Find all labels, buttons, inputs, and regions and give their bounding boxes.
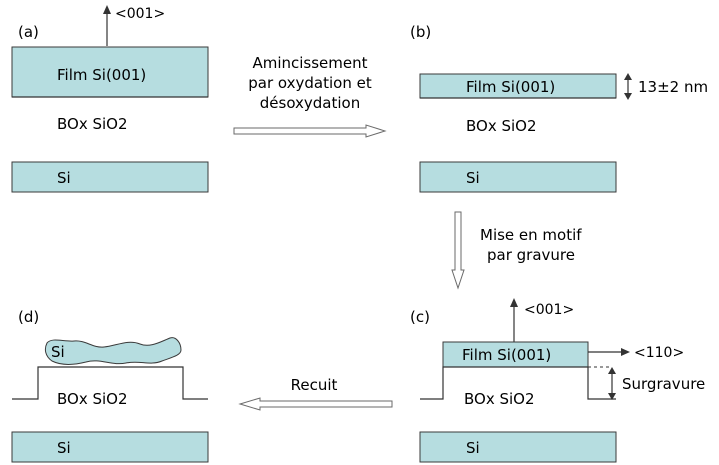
panel-c-film-label: Film Si(001) xyxy=(462,346,551,364)
panel-b-film-layer xyxy=(419,73,617,99)
panel-d-box-label: BOx SiO2 xyxy=(57,390,128,408)
step-a-to-b-line-1: Amincissement xyxy=(252,54,367,72)
panel-c-overetch-arrow-down xyxy=(608,393,616,400)
panel-d-substrate-layer xyxy=(11,431,209,463)
panel-c: (c) <001> Film Si(001) <110> Surgravure … xyxy=(410,298,705,463)
panel-c-direction-side-arrowhead xyxy=(621,348,630,356)
panel-a-box-label: BOx SiO2 xyxy=(57,115,128,133)
panel-b-label: (b) xyxy=(410,23,431,41)
step-b-to-c-line-2: par gravure xyxy=(487,246,575,264)
step-c-to-d-line-1: Recuit xyxy=(291,376,338,394)
panel-c-box-label: BOx SiO2 xyxy=(464,390,535,408)
panel-b-thickness-arrow-up xyxy=(624,73,632,80)
step-a-to-b-line-3: désoxydation xyxy=(260,94,360,112)
panel-d-box-profile xyxy=(12,366,208,400)
panel-c-overetch-label: Surgravure xyxy=(622,375,705,393)
panel-a: (a) <001> Film Si(001) BOx SiO2 Si xyxy=(11,5,209,193)
panel-d-substrate-label: Si xyxy=(57,439,71,457)
step-a-to-b: Amincissement par oxydation et désoxydat… xyxy=(233,54,387,138)
panel-d: (d) Si BOx SiO2 Si xyxy=(11,308,209,463)
step-c-to-d-arrow xyxy=(238,397,393,411)
panel-c-overetch-arrow-up xyxy=(608,367,616,374)
panel-b-film-label: Film Si(001) xyxy=(466,78,555,96)
panel-c-direction-side-label: <110> xyxy=(634,345,684,361)
panel-a-direction-arrowhead xyxy=(103,5,111,14)
panel-c-direction-top-arrowhead xyxy=(510,298,518,307)
panel-a-substrate-label: Si xyxy=(57,169,71,187)
panel-c-box-profile xyxy=(420,366,616,400)
panel-c-direction-top-label: <001> xyxy=(524,302,574,318)
panel-c-film-mesa xyxy=(442,341,589,368)
step-b-to-c-line-1: Mise en motif xyxy=(480,226,582,244)
panel-d-island-label: Si xyxy=(51,343,65,361)
panel-b-thickness-arrow-down xyxy=(624,93,632,100)
panel-b-substrate-layer xyxy=(419,161,617,193)
panel-a-film-label: Film Si(001) xyxy=(57,66,146,84)
panel-a-direction-label: <001> xyxy=(115,6,165,22)
panel-c-substrate-label: Si xyxy=(466,439,480,457)
panel-b-thickness-label: 13±2 nm xyxy=(638,78,708,96)
step-b-to-c: Mise en motif par gravure xyxy=(451,211,582,290)
panel-b-box-label: BOx SiO2 xyxy=(466,117,537,135)
panel-c-substrate-layer xyxy=(419,431,617,463)
panel-a-label: (a) xyxy=(18,23,39,41)
panel-b: (b) Film Si(001) 13±2 nm BOx SiO2 Si xyxy=(410,23,708,193)
panel-d-si-island xyxy=(44,337,182,365)
panel-a-substrate-layer xyxy=(11,161,209,193)
panel-c-label: (c) xyxy=(410,308,430,326)
step-c-to-d: Recuit xyxy=(238,376,393,411)
panel-b-substrate-label: Si xyxy=(466,169,480,187)
panel-d-label: (d) xyxy=(18,308,39,326)
interface-lines xyxy=(12,96,616,99)
step-a-to-b-arrow xyxy=(233,124,387,138)
step-b-to-c-arrow xyxy=(451,211,465,290)
step-a-to-b-line-2: par oxydation et xyxy=(248,74,372,92)
